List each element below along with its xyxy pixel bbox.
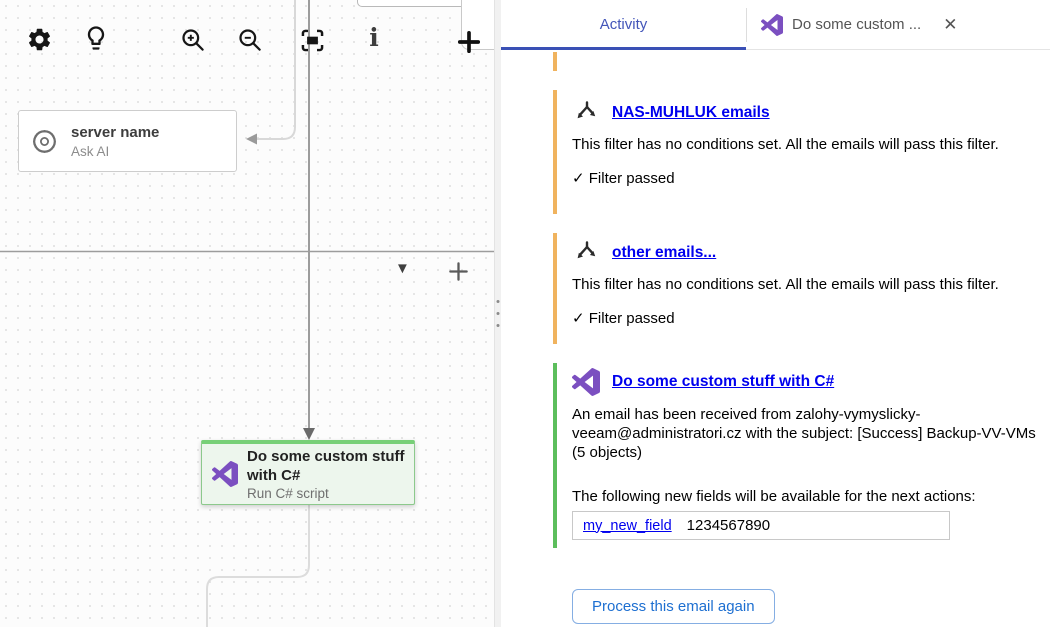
- canvas-add-plus-icon[interactable]: [447, 260, 470, 288]
- field-name-link[interactable]: my_new_field: [583, 517, 672, 534]
- field-value: 1234567890: [686, 517, 771, 534]
- add-node-plus-icon[interactable]: [455, 28, 483, 56]
- activity-content: NAS-MUHLUK emails This filter has no con…: [501, 50, 1050, 624]
- partially-visible-node[interactable]: [357, 0, 494, 7]
- action-description: An email has been received from zalohy-v…: [572, 406, 1036, 461]
- new-field-row: my_new_field 1234567890: [572, 511, 950, 540]
- tab-activity[interactable]: Activity: [501, 0, 746, 49]
- scrolled-section-stub: [553, 52, 1050, 71]
- activity-section-csharp-action: Do some custom stuff with C# An email ha…: [553, 363, 1050, 548]
- process-email-again-button[interactable]: Process this email again: [572, 589, 775, 624]
- close-icon[interactable]: ✕: [943, 15, 958, 34]
- node-subtitle: Run C# script: [247, 486, 329, 502]
- filter-description: This filter has no conditions set. All t…: [572, 276, 999, 293]
- zoom-out-icon[interactable]: [235, 25, 263, 53]
- panel-resize-handle[interactable]: [494, 0, 501, 627]
- flow-edges: [0, 0, 494, 627]
- visual-studio-icon: [572, 368, 600, 396]
- tab-label: Activity: [599, 16, 648, 33]
- collapse-chevron-down-icon[interactable]: ▼: [395, 260, 410, 277]
- tab-label: Do some custom ...: [792, 16, 922, 33]
- tab-separator: [746, 7, 747, 42]
- filter-link[interactable]: other emails...: [612, 244, 717, 261]
- filter-status: ✓ Filter passed: [572, 170, 675, 187]
- filter-status: ✓ Filter passed: [572, 310, 675, 327]
- zoom-in-icon[interactable]: [178, 25, 206, 53]
- settings-gear-icon[interactable]: [25, 25, 53, 53]
- panel-tabbar: Activity Do some custom ... ✕: [501, 0, 1050, 50]
- split-arrows-filter-icon: [576, 101, 597, 120]
- node-csharp-action[interactable]: Do some custom stuff with C# Run C# scri…: [201, 440, 415, 505]
- node-server-name[interactable]: server name Ask AI: [18, 110, 237, 172]
- split-arrows-filter-icon: [576, 241, 597, 260]
- flow-canvas[interactable]: i server name Ask AI Do some custom stuf…: [0, 0, 494, 627]
- action-link[interactable]: Do some custom stuff with C#: [612, 373, 835, 390]
- filter-description: This filter has no conditions set. All t…: [572, 136, 999, 153]
- visual-studio-icon: [212, 461, 238, 487]
- tab-action-detail[interactable]: Do some custom ... ✕: [747, 0, 1050, 49]
- info-icon[interactable]: i: [369, 22, 379, 52]
- filter-link[interactable]: NAS-MUHLUK emails: [612, 104, 770, 121]
- node-subtitle: Ask AI: [71, 144, 110, 160]
- activity-section-filter-1: NAS-MUHLUK emails This filter has no con…: [553, 90, 1050, 214]
- new-fields-intro: The following new fields will be availab…: [572, 488, 976, 505]
- drag-dots-icon: [496, 300, 500, 327]
- fit-view-icon[interactable]: [298, 26, 326, 54]
- node-title: server name: [71, 123, 160, 141]
- active-tab-underline: [501, 47, 746, 50]
- visual-studio-icon: [761, 13, 783, 36]
- node-title: Do some custom stuff with C#: [247, 447, 405, 484]
- lightbulb-icon[interactable]: [82, 24, 110, 52]
- openai-icon: [31, 127, 58, 155]
- activity-section-filter-2: other emails... This filter has no condi…: [553, 233, 1050, 344]
- details-panel: Activity Do some custom ... ✕ NAS-MUHLUK…: [501, 0, 1050, 627]
